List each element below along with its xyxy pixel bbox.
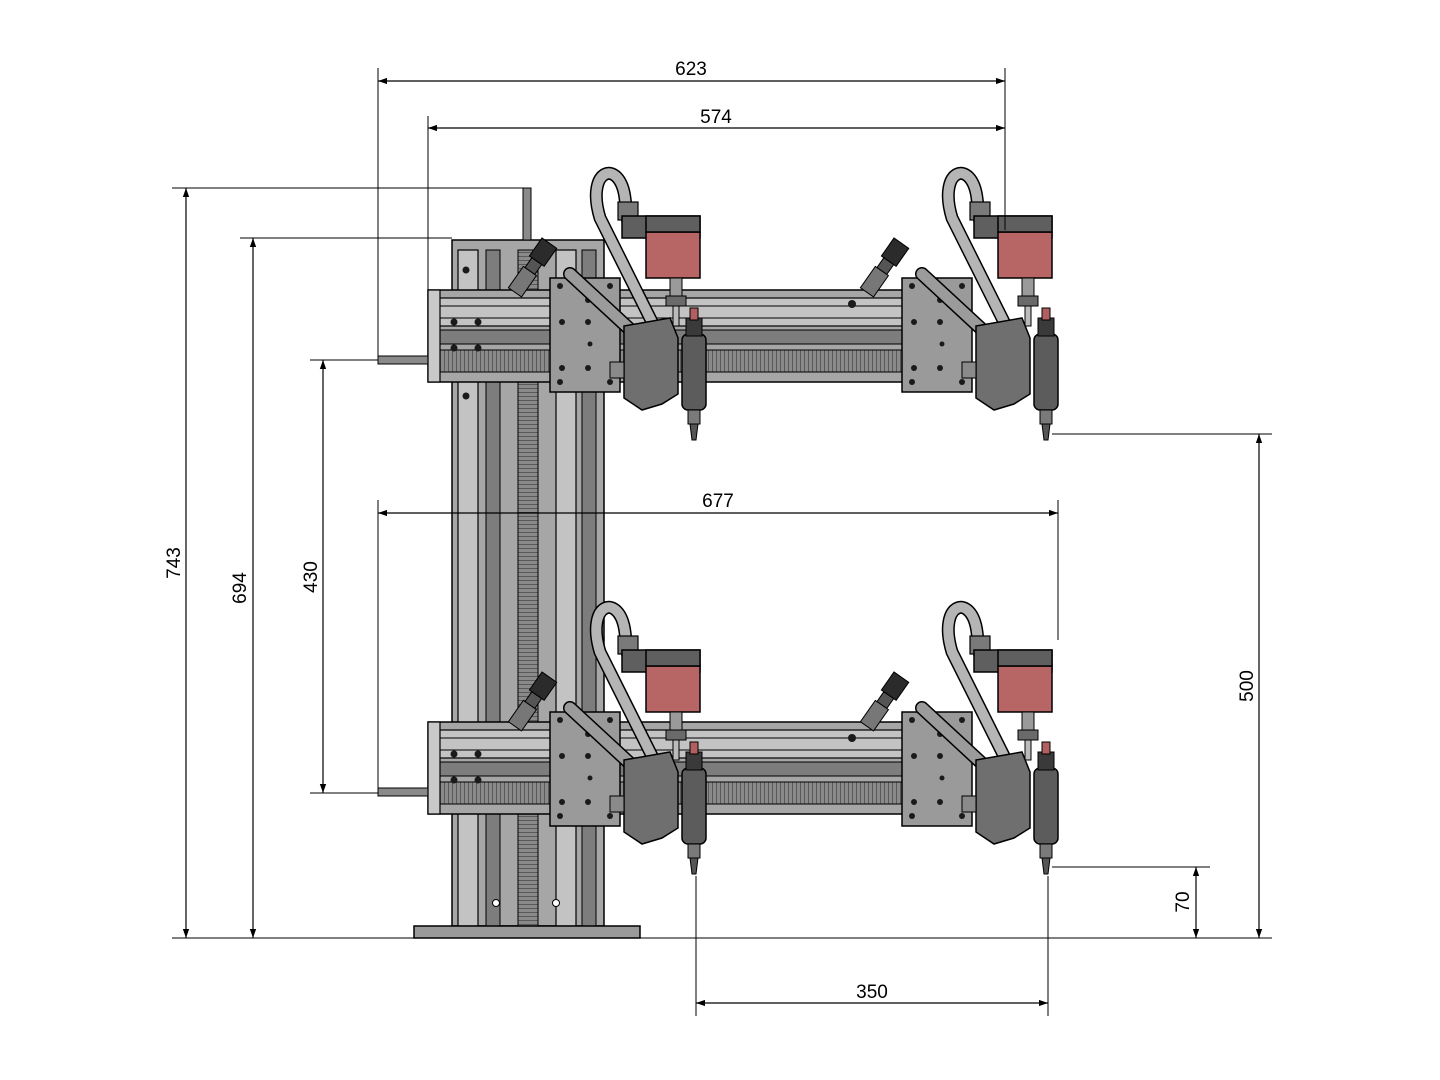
- dim-350-label: 350: [856, 982, 888, 1003]
- dim-694-label: 694: [230, 572, 251, 604]
- dim-574-label: 574: [700, 107, 732, 128]
- dim-677-label: 677: [702, 491, 734, 512]
- base-plate: [413, 925, 641, 939]
- dim-430-label: 430: [301, 561, 322, 593]
- dim-70-label: 70: [1173, 891, 1194, 912]
- dim-743-label: 743: [164, 547, 185, 579]
- dim-623-label: 623: [675, 59, 707, 80]
- machine-assembly: [377, 173, 1058, 939]
- dimension-lines: 623 574 677 350 743 694 430 500 70: [164, 59, 1272, 1016]
- upper-beam: [377, 289, 909, 383]
- lower-beam: [377, 721, 909, 815]
- dim-500-label: 500: [1237, 670, 1258, 702]
